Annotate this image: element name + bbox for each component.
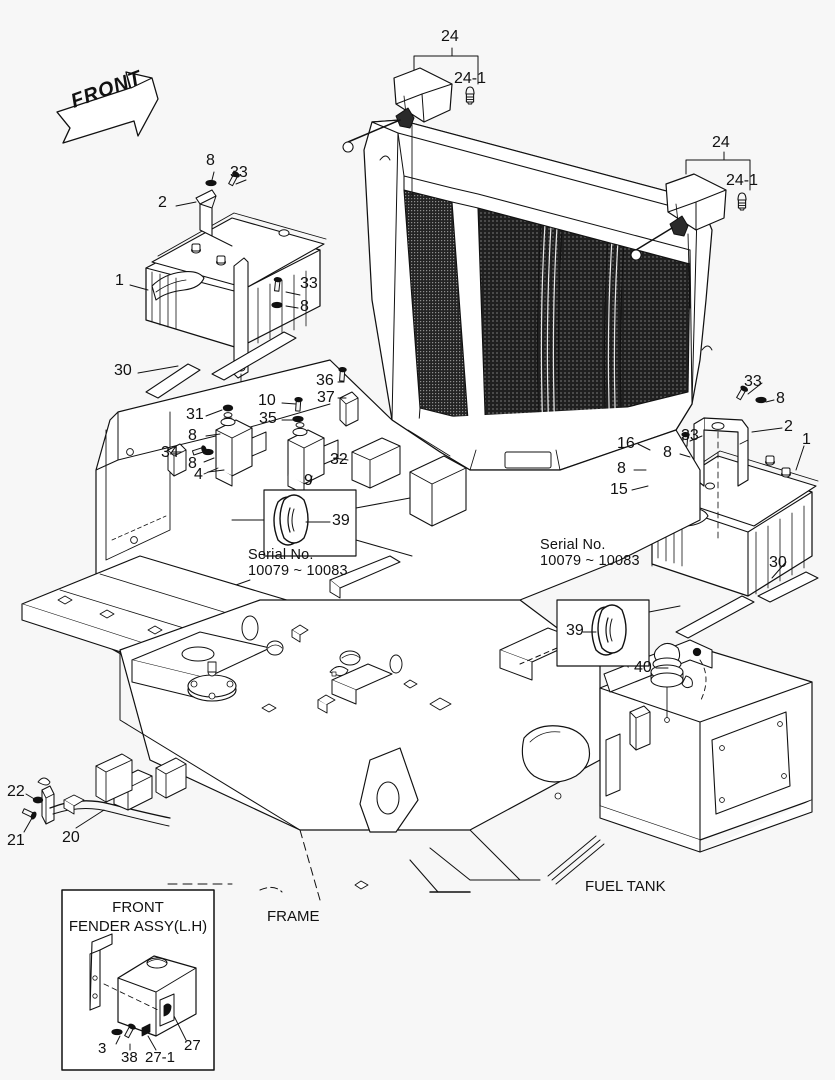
callout-32: 32 xyxy=(330,451,348,468)
callout-24-right: 24 xyxy=(712,134,730,151)
callout-9: 9 xyxy=(304,472,313,489)
callout-39-right: 39 xyxy=(566,622,584,639)
serial-note-left-line2: 10079 ~ 10083 xyxy=(248,563,348,579)
callout-39-left: 39 xyxy=(332,512,350,529)
hood-grille-assembly xyxy=(363,119,713,471)
callout-31: 31 xyxy=(186,406,204,423)
inset-fender-box xyxy=(61,889,215,1071)
callout-24-1-left: 24-1 xyxy=(454,70,487,87)
valve-block-right xyxy=(287,366,359,495)
callout-33-mid-left: 33 xyxy=(300,275,318,292)
callout-40: 40 xyxy=(634,659,652,676)
callout-8-right-3: 8 xyxy=(617,460,626,477)
callout-37: 37 xyxy=(317,389,335,406)
callout-33-right-2: 33 xyxy=(681,427,699,444)
callout-8-mid-left: 8 xyxy=(300,298,309,315)
callout-15: 15 xyxy=(610,481,628,498)
chassis-frame xyxy=(21,359,701,901)
callout-8-right-1: 8 xyxy=(776,390,785,407)
callout-2-right: 2 xyxy=(784,418,793,435)
callout-8-b: 8 xyxy=(188,455,197,472)
serial-note-right-line2: 10079 ~ 10083 xyxy=(540,553,640,569)
callout-30-left: 30 xyxy=(114,362,132,379)
callout-16: 16 xyxy=(617,435,635,452)
callout-36: 36 xyxy=(316,372,334,389)
serial-note-left-line1: Serial No. xyxy=(248,547,314,563)
strap-left xyxy=(145,331,297,399)
callout-1-right: 1 xyxy=(802,431,811,448)
harness-switch xyxy=(21,753,187,827)
callout-22: 22 xyxy=(7,783,25,800)
inset-callout-3: 3 xyxy=(98,1040,107,1057)
frame-caption: FRAME xyxy=(267,908,320,925)
callout-2-left: 2 xyxy=(158,194,167,211)
fuel-tank-caption: FUEL TANK xyxy=(585,878,666,895)
callout-8-top-left: 8 xyxy=(206,152,215,169)
grommet-39-left xyxy=(263,489,357,557)
callout-34: 34 xyxy=(161,444,179,461)
callout-24-left: 24 xyxy=(441,28,459,45)
lamp-left xyxy=(342,67,453,199)
leader-lines xyxy=(23,171,805,833)
callout-20: 20 xyxy=(62,829,80,846)
callout-21: 21 xyxy=(7,832,25,849)
front-arrow-shape xyxy=(56,71,159,144)
callout-33-top-left: 33 xyxy=(230,164,248,181)
callout-1-left: 1 xyxy=(115,272,124,289)
callout-35: 35 xyxy=(259,410,277,427)
callout-10: 10 xyxy=(258,392,276,409)
inset-title-line1: FRONT xyxy=(112,899,164,916)
inset-title-line2: FENDER ASSY(L.H) xyxy=(68,918,208,935)
fuel-tank xyxy=(547,639,813,885)
inset-callout-38: 38 xyxy=(121,1049,138,1066)
inset-callout-27-1: 27-1 xyxy=(145,1049,176,1066)
callout-8-right-2: 8 xyxy=(663,444,672,461)
lamp-right xyxy=(630,173,727,309)
part-40-breather xyxy=(625,642,707,723)
callout-24-1-right: 24-1 xyxy=(726,172,759,189)
strap-right xyxy=(675,571,819,639)
callout-8-a: 8 xyxy=(188,427,197,444)
grommet-39-right xyxy=(556,599,650,667)
valve-cluster-left xyxy=(167,404,267,487)
serial-note-right-line1: Serial No. xyxy=(540,537,606,553)
callout-4: 4 xyxy=(194,466,203,483)
callout-33-right-1: 33 xyxy=(744,373,762,390)
inset-callout-27: 27 xyxy=(184,1037,201,1054)
callout-30-right: 30 xyxy=(769,554,787,571)
